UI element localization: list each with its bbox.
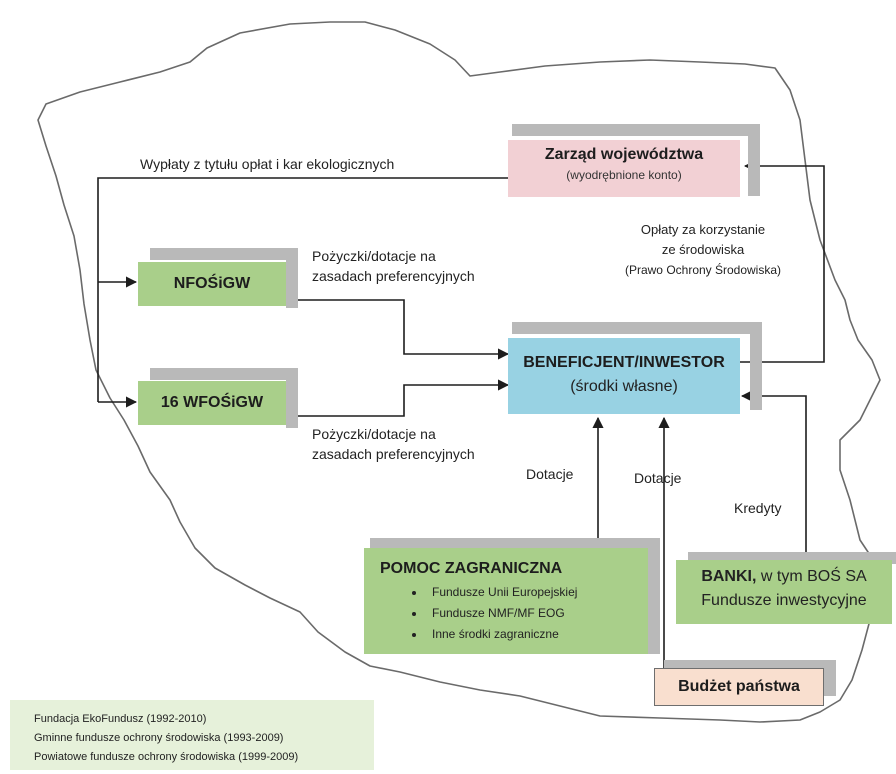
historic-line: Fundacja EkoFundusz (1992-2010) — [34, 713, 207, 725]
nfosigw-box: NFOŚiGW — [138, 262, 286, 306]
nfosigw-title: NFOŚiGW — [173, 275, 251, 292]
label-pozyczki-bottom: Pożyczki/dotacje na zasadach preferencyj… — [312, 424, 475, 464]
label-dotacje-left: Dotacje — [526, 466, 574, 482]
banki-title: BANKI, w tym BOŚ SA — [676, 568, 892, 586]
poland-outline — [37, 21, 883, 723]
label-pozyczki-bottom-line2: zasadach preferencyjnych — [312, 446, 475, 462]
historic-line: Powiatowe fundusze ochrony środowiska (1… — [34, 751, 299, 763]
zarzad-title: Zarząd województwa — [544, 146, 704, 163]
pomoc-zagraniczna-box: POMOC ZAGRANICZNA Fundusze Unii Europejs… — [364, 548, 648, 654]
wfosigw-title: 16 WFOŚiGW — [160, 394, 264, 411]
label-oplaty-line1: Opłaty za korzystanie — [640, 222, 766, 237]
banki-subtitle: Fundusze inwestycyjne — [701, 592, 867, 609]
historic-line: Gminne fundusze ochrony środowiska (1993… — [34, 732, 284, 744]
pomoc-title: POMOC ZAGRANICZNA — [380, 560, 563, 577]
banki-title-rest: w tym BOŚ SA — [756, 568, 867, 585]
zarzad-subtitle: (wyodrębnione konto) — [566, 168, 682, 182]
label-oplaty-line2: ze środowiska — [661, 242, 745, 257]
pomoc-item: Fundusze Unii Europejskiej — [426, 582, 648, 603]
wfosigw-box: 16 WFOŚiGW — [138, 381, 286, 425]
label-pozyczki-top-line2: zasadach preferencyjnych — [312, 268, 475, 284]
label-oplaty-line3: (Prawo Ochrony Środowiska) — [624, 263, 782, 277]
label-pozyczki-top-line1: Pożyczki/dotacje na — [312, 248, 436, 264]
beneficjent-subtitle: (środki własne) — [570, 378, 678, 395]
label-wyplaty: Wypłaty z tytułu opłat i kar ekologiczny… — [140, 156, 395, 172]
budzet-panstwa-box: Budżet państwa — [654, 668, 824, 706]
budzet-title: Budżet państwa — [678, 678, 800, 695]
label-pozyczki-top: Pożyczki/dotacje na zasadach preferencyj… — [312, 246, 475, 286]
label-pozyczki-bottom-line1: Pożyczki/dotacje na — [312, 426, 436, 442]
historic-funds-box: Fundacja EkoFundusz (1992-2010) Gminne f… — [10, 700, 374, 770]
beneficjent-box: BENEFICJENT/INWESTOR (środki własne) — [508, 338, 740, 414]
pomoc-item: Inne środki zagraniczne — [426, 624, 648, 645]
pomoc-list: Fundusze Unii Europejskiej Fundusze NMF/… — [380, 582, 648, 645]
label-dotacje-right: Dotacje — [634, 470, 682, 486]
pomoc-item: Fundusze NMF/MF EOG — [426, 603, 648, 624]
label-kredyty: Kredyty — [734, 500, 782, 516]
beneficjent-title: BENEFICJENT/INWESTOR — [523, 354, 725, 371]
banki-title-bold: BANKI, — [701, 568, 757, 585]
label-oplaty: Opłaty za korzystanie ze środowiska (Pra… — [596, 220, 810, 280]
banki-box: BANKI, w tym BOŚ SA Fundusze inwestycyjn… — [676, 560, 892, 624]
zarzad-wojewodztwa-box: Zarząd województwa (wyodrębnione konto) — [508, 140, 740, 197]
